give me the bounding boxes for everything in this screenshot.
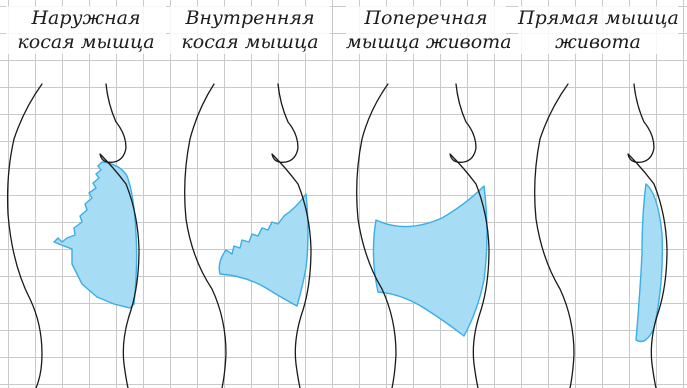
title-line: живота xyxy=(518,30,678,54)
torso-figure-internal-oblique xyxy=(170,84,330,388)
external-oblique-muscle xyxy=(54,162,137,308)
torso-figure-rectus xyxy=(518,84,678,388)
title-line: мышца живота xyxy=(346,30,506,54)
rectus-muscle xyxy=(636,184,662,342)
panel-rectus xyxy=(518,84,678,388)
title-line: Внутренняя xyxy=(170,6,330,30)
title-rectus: Прямая мышца живота xyxy=(518,6,678,54)
title-line: Наружная xyxy=(6,6,166,30)
torso-figure-transverse xyxy=(346,84,506,388)
title-internal-oblique: Внутренняя косая мышца xyxy=(170,6,330,54)
back-contour xyxy=(8,84,42,388)
panel-external-oblique xyxy=(2,84,162,388)
back-contour xyxy=(185,84,226,388)
panel-internal-oblique xyxy=(170,84,330,388)
title-line: косая мышца xyxy=(170,30,330,54)
panel-transverse xyxy=(346,84,506,388)
torso-figure-external-oblique xyxy=(2,84,162,388)
title-line: Прямая мышца xyxy=(518,6,678,30)
title-line: косая мышца xyxy=(6,30,166,54)
internal-oblique-muscle xyxy=(219,194,308,306)
title-line: Поперечная xyxy=(346,6,506,30)
title-external-oblique: Наружная косая мышца xyxy=(6,6,166,54)
title-transverse: Поперечная мышца живота xyxy=(346,6,506,54)
back-contour xyxy=(535,84,574,388)
